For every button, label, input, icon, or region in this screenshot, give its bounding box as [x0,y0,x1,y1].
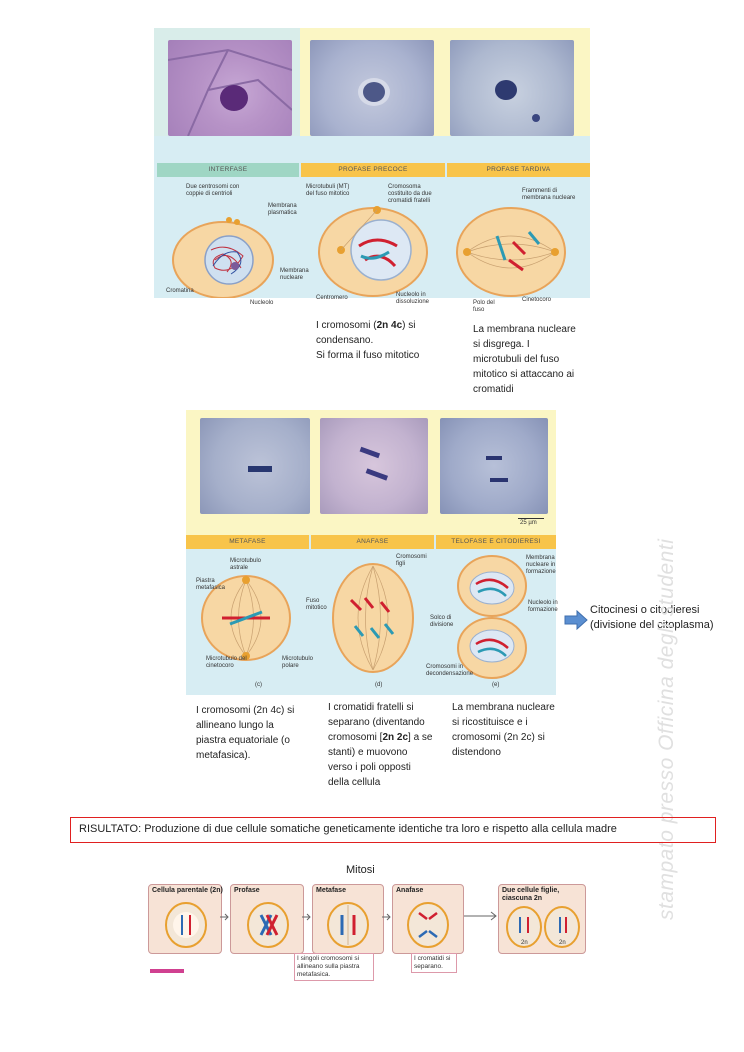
mitosi-arrow-icon-2 [302,913,311,921]
micrograph-metafase [200,418,310,514]
arrow-right-icon [564,610,588,630]
desc-profase-tardiva: La membrana nucleare si disgrega. I micr… [473,324,576,395]
diagram-telofase [457,555,527,679]
micrograph-profase-tardiva [450,40,574,136]
diagram-interfase [172,217,274,298]
mitosi-note-anafase: I cromatidi si separano. [411,953,457,973]
mitosi-note-metafase: I singoli cromosomi si allineano sulla p… [294,953,374,981]
micrograph-profase-precoce [310,40,434,136]
label-centromero: Centromero [316,295,348,301]
mitosi-step-anafase: Anafase [392,884,464,954]
phase-bar-profase-tardiva: PROFASE TARDIVA [447,163,590,177]
mitosi-arrow-icon-4 [464,911,497,921]
label-cromosomi-figli: Cromosomi figli [396,554,427,567]
phase-bar-anafase: ANAFASE [311,535,434,549]
letter-c: (c) [255,682,262,688]
mitosi-step-metafase: Metafase [312,884,384,954]
label-nucleolo-formazione: Nucleolo in formazione [528,600,558,613]
label-nucleolo: Nucleolo [250,300,274,306]
label-cromosomi-decondensazione: Cromosomi in decondensazione [426,664,474,677]
watermark: stampato presso Officina degli studenti [655,538,678,920]
risultato-text: RISULTATO: Produzione di due cellule som… [79,823,617,835]
phase-bar-telofase: TELOFASE E CITODIERESI [436,535,556,549]
chrom-label-right: 2n [559,940,566,946]
label-cromatina: Cromatina [166,288,194,294]
citocinesi-text: Citocinesi o citodieresi (divisione del … [590,604,714,631]
diagram-profase-tardiva [456,207,566,297]
mitosi-title: Mitosi [346,864,375,876]
diagram-anafase [332,563,414,673]
desc-telofase: La membrana nucleare si ricostituisce e … [452,702,555,758]
label-microtubulo-cinetocoro: Microtubulo del cinetocoro [206,656,247,669]
letter-e: (e) [492,682,500,688]
mitosi-arrow-icon-3 [382,913,391,921]
mitosi-arrow-icon-1 [220,913,229,921]
mitosi-step-figlie: Due cellule figlie, ciascuna 2n 2n 2n [498,884,586,954]
risultato-box: RISULTATO: Produzione di due cellule som… [70,817,716,843]
label-microtubuli: Microtubuli (MT) del fuso mitotico [306,184,350,197]
label-fuso: Fuso mitotico [306,598,327,611]
desc-profase-precoce: I cromosomi (2n 4c) si condensano. Si fo… [316,320,420,361]
diagram-metafase [201,575,291,661]
mitosi-step-parentale: Cellula parentale (2n) [148,884,223,954]
label-cromosoma: Cromosoma costituito da due cromatidi fr… [388,184,432,204]
chrom-label-left: 2n [521,940,528,946]
label-membrana-formazione: Membrana nucleare in formazione [526,555,556,575]
phase-bar-profase-precoce: PROFASE PRECOCE [301,163,445,177]
label-solco: Solco di divisione [430,615,454,628]
pink-marker [150,969,184,973]
label-centrosomi: Due centrosomi con coppie di centrioli [186,184,240,197]
desc-metafase: I cromosomi (2n 4c) si allineano lungo l… [196,705,295,761]
label-frammenti: Frammenti di membrana nucleare [522,188,576,201]
label-membrana-plasmatica: Membrana plasmatica [268,203,297,216]
label-microtubulo-polare: Microtubulo polare [282,656,314,669]
phase-bar-metafase: METAFASE [186,535,309,549]
scale-bar [518,518,544,519]
micrograph-interfase [168,40,292,136]
mitosi-step-profase: Profase [230,884,304,954]
label-microtubulo-astrale: Microtubulo astrale [230,558,262,571]
diagram-profase-precoce [318,206,428,297]
label-nucleolo-dissoluzione: Nucleolo in dissoluzione [396,292,430,305]
label-cinetocoro: Cinetocoro [522,297,552,303]
micrograph-anafase [320,418,428,514]
label-piastra: Piastra metafasica [196,578,226,591]
letter-d: (d) [375,682,383,688]
desc-anafase: I cromatidi fratelli si separano (divent… [328,702,433,788]
label-membrana-nucleare: Membrana nucleare [280,268,309,281]
micrograph-telofase [440,418,548,514]
scale-bar-label: 25 µm [520,520,537,526]
phase-bar-interfase: INTERFASE [157,163,299,177]
label-polo: Polo del fuso [473,300,495,313]
